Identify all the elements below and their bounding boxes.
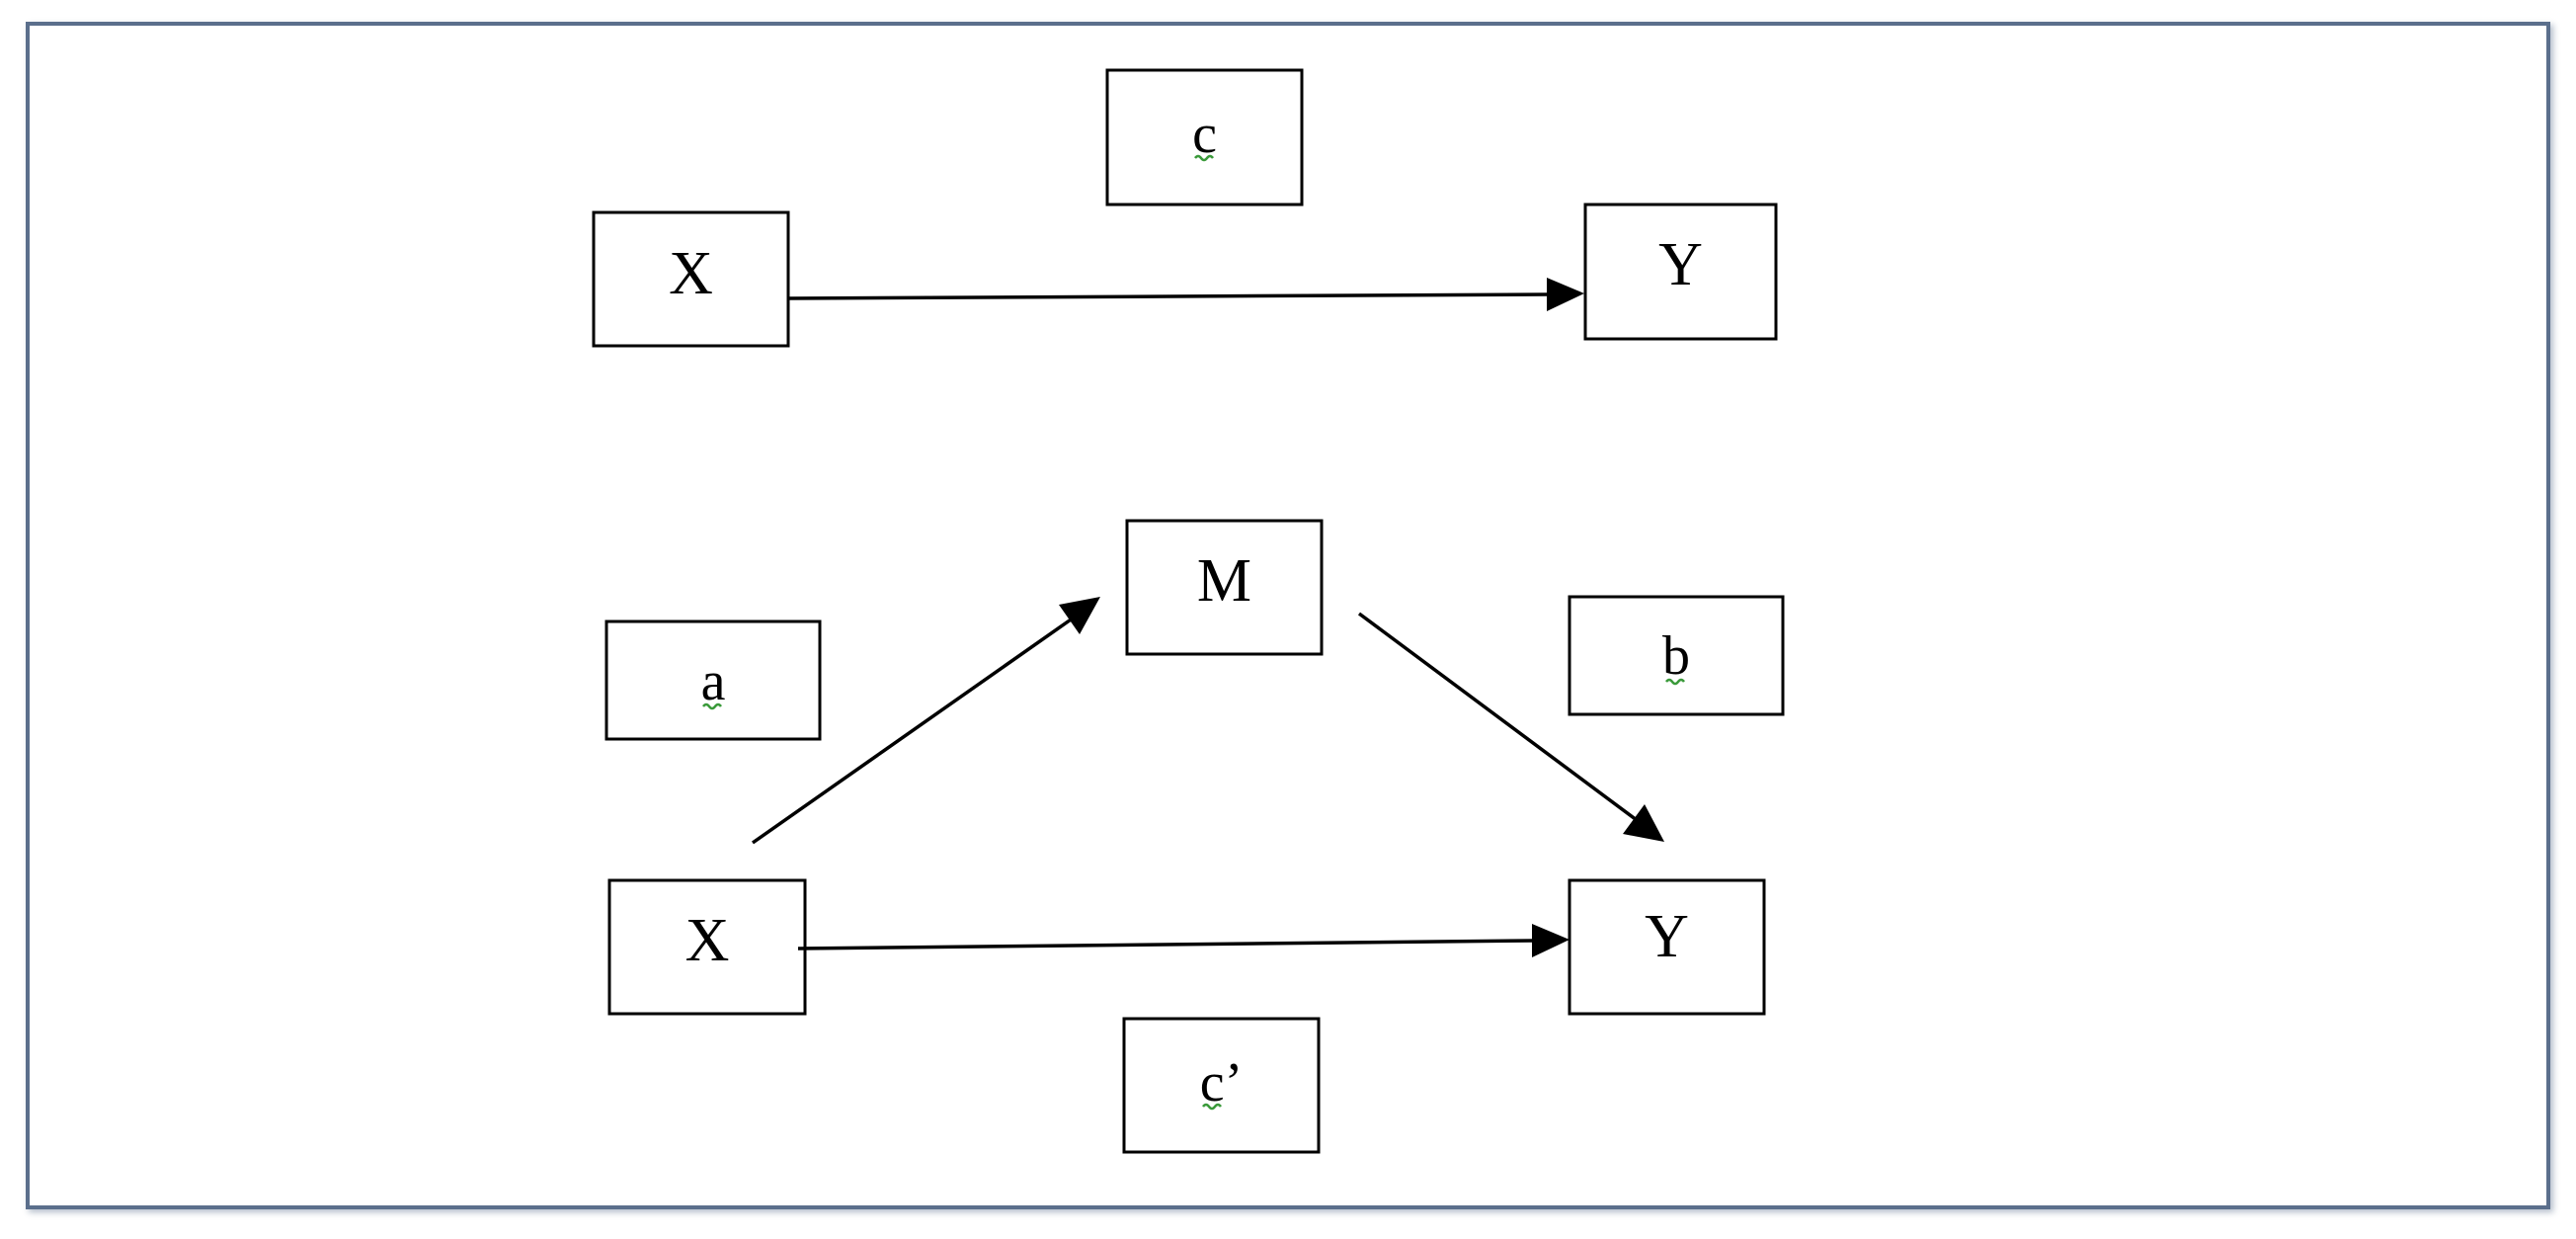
path-label-c-prime: c’ [1122,1017,1321,1154]
arrowhead [1059,597,1100,634]
node-y-mediation: Y [1568,878,1766,1016]
path-label-a: a [604,620,822,741]
node-y-mediation-label: Y [1645,903,1689,970]
spellcheck-underline [1194,154,1214,162]
edge-x-to-y-direct [797,924,1570,957]
node-x-total-label: X [669,240,713,307]
diagram-frame [26,22,2550,1209]
node-y-total: Y [1583,203,1778,341]
node-x-total: X [592,210,790,348]
path-label-c-prime-text: c’ [1200,1052,1244,1114]
path-label-b-text: b [1662,625,1690,687]
arrowhead [1547,278,1584,311]
spellcheck-underline [1665,678,1685,686]
spellcheck-underline [1202,1103,1222,1111]
edge-x-to-y-total [787,278,1584,311]
edge-m-to-y [1357,612,1664,842]
node-m: M [1125,519,1324,656]
path-label-a-text: a [701,651,726,712]
node-x-mediation-label: X [685,907,730,974]
node-y-total-label: Y [1658,231,1703,298]
spellcheck-underline [702,702,722,710]
node-x-mediation: X [607,878,807,1016]
node-m-label: M [1197,547,1251,615]
arrowhead [1623,804,1664,842]
arrowhead [1532,924,1570,957]
path-label-b: b [1568,595,1785,716]
path-label-c-text: c [1192,104,1217,165]
edge-x-to-m [751,597,1100,845]
path-label-c: c [1105,68,1304,206]
